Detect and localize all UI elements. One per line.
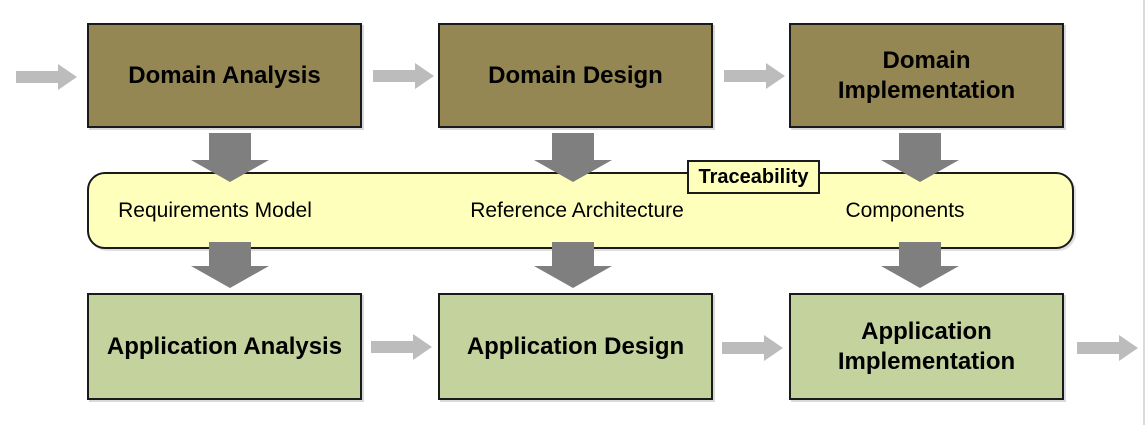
down-arrow-icon: [881, 242, 959, 288]
band-label-requirements-model: Requirements Model: [118, 198, 312, 222]
box-domain-implementation-label: Domain Implementation: [837, 47, 1016, 104]
page-edge-line: [1143, 0, 1145, 425]
right-arrow-icon: [373, 63, 434, 89]
right-arrow-icon: [16, 64, 77, 90]
box-application-implementation: Application Implementation: [789, 293, 1064, 400]
down-arrow-icon: [191, 242, 269, 288]
band-label-reference-architecture: Reference Architecture: [470, 198, 684, 222]
box-application-analysis-label: Application Analysis: [106, 332, 343, 360]
traceability-tag: Traceability: [687, 160, 820, 194]
right-arrow-icon: [371, 334, 432, 360]
box-domain-analysis-label: Domain Analysis: [128, 61, 321, 89]
down-arrow-icon: [534, 242, 612, 288]
box-domain-analysis: Domain Analysis: [87, 23, 362, 128]
down-arrow-icon: [534, 133, 612, 182]
right-arrow-icon: [1077, 335, 1138, 361]
box-application-implementation-label: Application Implementation: [837, 318, 1016, 375]
box-domain-design-label: Domain Design: [488, 61, 663, 89]
down-arrow-icon: [191, 133, 269, 182]
box-domain-design: Domain Design: [438, 23, 713, 128]
right-arrow-icon: [724, 63, 785, 89]
band-label-components: Components: [845, 198, 965, 222]
right-arrow-icon: [722, 335, 783, 361]
artifact-band: Requirements Model Reference Architectur…: [87, 172, 1074, 249]
box-domain-implementation: Domain Implementation: [789, 23, 1064, 128]
down-arrow-icon: [881, 133, 959, 182]
box-application-analysis: Application Analysis: [87, 293, 362, 400]
traceability-tag-label: Traceability: [698, 165, 809, 188]
box-application-design-label: Application Design: [466, 332, 685, 360]
box-application-design: Application Design: [438, 293, 713, 400]
